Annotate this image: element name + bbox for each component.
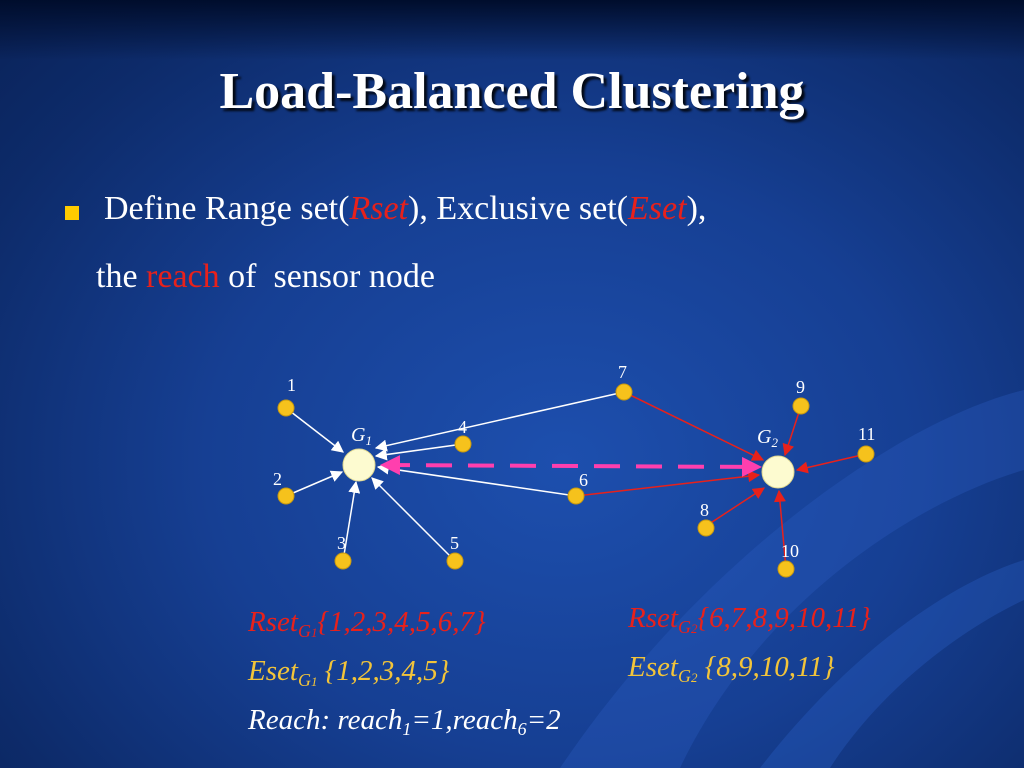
rset-term: Rset [349, 190, 409, 227]
eset-g1-sub-index: 1 [310, 674, 318, 689]
bullet-marker [65, 206, 79, 220]
rset-g1: RsetG1{1,2,3,4,5,6,7} [248, 606, 486, 642]
rset-g1-sub: G1 [298, 621, 318, 641]
rset-g2-sub: G2 [678, 617, 698, 637]
reach-sub-2: 6 [517, 719, 527, 739]
reach-mid: =1,reach [411, 704, 518, 736]
sensor-node-7 [615, 383, 633, 401]
reach-sub-1: 1 [402, 719, 412, 739]
slide-title: Load-Balanced Clustering [219, 63, 805, 120]
rset-g2-values: {6,7,8,9,10,11} [697, 602, 871, 634]
cluster-label-g1: G1 [351, 424, 372, 448]
top-shade [0, 0, 1024, 60]
cluster-label-g2: G2 [757, 426, 778, 450]
node-label-6: 6 [579, 470, 588, 490]
edge-4-to-g1 [374, 443, 464, 461]
eset-g1-sub: G1 [298, 670, 318, 690]
eset-g2-values: {8,9,10,11} [697, 651, 835, 683]
edge-1-to-g1 [285, 407, 344, 453]
node-label-9: 9 [796, 377, 805, 397]
sensor-node-8 [697, 519, 715, 537]
edge-11-to-g2 [795, 453, 867, 474]
sensor-node-3 [334, 552, 352, 570]
sensor-node-9 [792, 397, 810, 415]
reach-suffix: =2 [526, 704, 561, 736]
rset-g2: RsetG2{6,7,8,9,10,11} [628, 602, 871, 638]
rset-g1-sub-base: G [297, 621, 311, 641]
reach-prefix: Reach: reach [248, 704, 403, 736]
edge-3-to-g1 [342, 480, 361, 562]
eset-g1-sub-base: G [297, 670, 311, 690]
eset-term: Eset [628, 190, 687, 227]
rset-g1-values: {1,2,3,4,5,6,7} [317, 606, 486, 638]
rset-g1-prefix: Rset [248, 606, 298, 638]
sensor-node-1 [277, 399, 295, 417]
eset-g2-prefix: Eset [628, 651, 678, 683]
bullet-line-2: the reach of sensor node [96, 258, 435, 296]
rset-g2-sub-index: 2 [690, 621, 698, 636]
sensor-node-2 [277, 487, 295, 505]
reach-term: reach [146, 258, 220, 295]
node-label-2: 2 [273, 469, 282, 489]
reach-definition: Reach: reach1=1,reach6=2 [248, 704, 561, 740]
edge-8-to-g2 [705, 487, 766, 527]
eset-g2-sub: G2 [678, 666, 698, 686]
edge-7-to-g2 [623, 391, 765, 461]
eset-g2: EsetG2 {8,9,10,11} [628, 651, 834, 687]
cluster-head-g1 [342, 448, 376, 482]
node-label-5: 5 [450, 533, 459, 553]
edge-10-to-g2 [773, 489, 787, 570]
node-label-7: 7 [618, 362, 627, 382]
rset-g2-sub-base: G [677, 617, 691, 637]
edge-7-to-g1 [374, 391, 625, 452]
edge-2-to-g1 [285, 470, 344, 497]
rset-g2-prefix: Rset [628, 602, 678, 634]
bullet-text-3: ), [686, 190, 707, 227]
eset-g1-prefix: Eset [248, 655, 298, 687]
edge-6-to-g2 [575, 470, 761, 497]
node-label-3: 3 [337, 533, 346, 553]
rset-g1-sub-index: 1 [310, 625, 318, 640]
node-label-11: 11 [858, 424, 875, 444]
edge-9-to-g2 [782, 405, 802, 457]
node-label-8: 8 [700, 500, 709, 520]
dashed-link-g1-g2 [380, 455, 762, 477]
bullet-text-4: the [96, 258, 147, 295]
node-label-4: 4 [458, 417, 467, 437]
eset-g1: EsetG1 {1,2,3,4,5} [248, 655, 449, 691]
sensor-node-11 [857, 445, 875, 463]
eset-g2-sub-index: 2 [690, 670, 698, 685]
bullet-text-2: ), Exclusive set( [408, 190, 629, 227]
edge-6-to-g1 [376, 462, 577, 497]
sensor-node-5 [446, 552, 464, 570]
cluster-head-g2 [761, 455, 795, 489]
sensor-node-4 [454, 435, 472, 453]
sensor-node-6 [567, 487, 585, 505]
node-label-1: 1 [287, 375, 296, 395]
bullet-text-1: Define Range set( [104, 190, 350, 227]
edge-5-to-g1 [371, 477, 456, 562]
bullet-line-1: Define Range set(Rset), Exclusive set(Es… [104, 190, 706, 228]
bullet-text-5: of sensor node [219, 258, 435, 295]
sensor-node-10 [777, 560, 795, 578]
eset-g1-values: {1,2,3,4,5} [317, 655, 450, 687]
eset-g2-sub-base: G [677, 666, 691, 686]
node-label-10: 10 [781, 541, 799, 561]
